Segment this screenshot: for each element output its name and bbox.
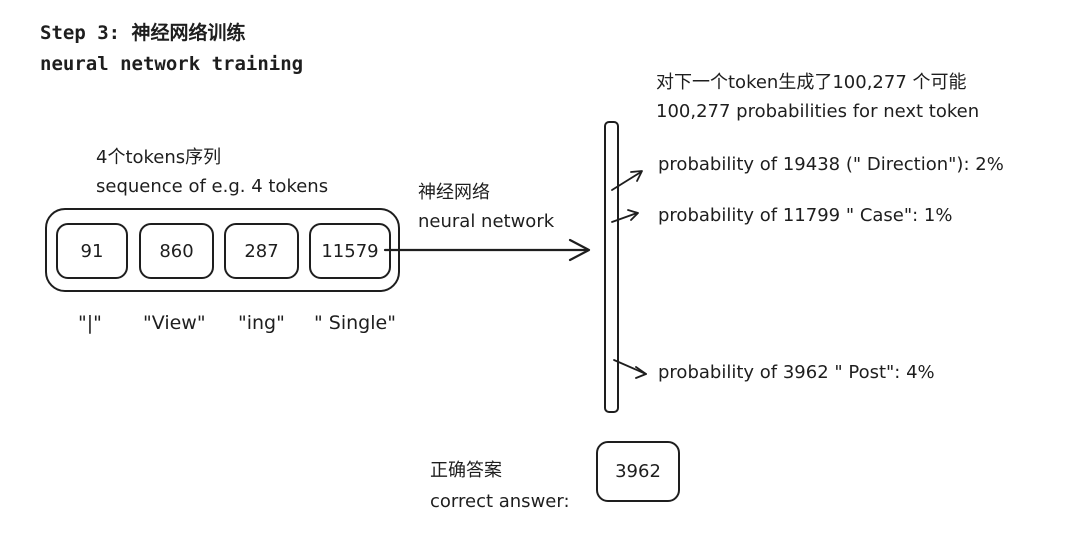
prob-arrow-3-head bbox=[635, 366, 647, 379]
answer-label-en: correct answer: bbox=[430, 491, 570, 512]
token-box: 91 bbox=[56, 223, 128, 279]
sequence-label-cn: 4个tokens序列 bbox=[96, 147, 222, 168]
network-label-en: neural network bbox=[418, 211, 555, 232]
token-box: 860 bbox=[139, 223, 214, 279]
token-box: 287 bbox=[224, 223, 299, 279]
output-label-cn: 对下一个token生成了100,277 个可能 bbox=[656, 72, 967, 93]
prob-arrow-1 bbox=[611, 171, 642, 191]
token-text: "View" bbox=[143, 312, 206, 334]
prob-arrow-2-head bbox=[627, 209, 639, 221]
token-text: "ing" bbox=[238, 312, 285, 334]
prob-arrow-2 bbox=[611, 212, 638, 223]
prob-arrow-3 bbox=[613, 359, 647, 375]
network-label-cn: 神经网络 bbox=[418, 182, 490, 203]
main-arrow-head bbox=[568, 238, 591, 262]
token-text: "|" bbox=[78, 312, 102, 334]
token-text: " Single" bbox=[314, 312, 396, 334]
answer-label-cn: 正确答案 bbox=[430, 460, 502, 481]
probability-item: probability of 19438 (" Direction"): 2% bbox=[658, 154, 1004, 175]
output-label-en: 100,277 probabilities for next token bbox=[656, 101, 980, 122]
title-line-1: Step 3: 神经网络训练 bbox=[40, 22, 246, 44]
prob-arrow-1-head bbox=[630, 170, 643, 182]
probability-item: probability of 11799 " Case": 1% bbox=[658, 205, 953, 226]
sequence-label-en: sequence of e.g. 4 tokens bbox=[96, 176, 329, 197]
correct-answer-box: 3962 bbox=[596, 441, 680, 502]
output-bar bbox=[604, 121, 619, 413]
title-line-2: neural network training bbox=[40, 53, 304, 75]
probability-item: probability of 3962 " Post": 4% bbox=[658, 362, 935, 383]
